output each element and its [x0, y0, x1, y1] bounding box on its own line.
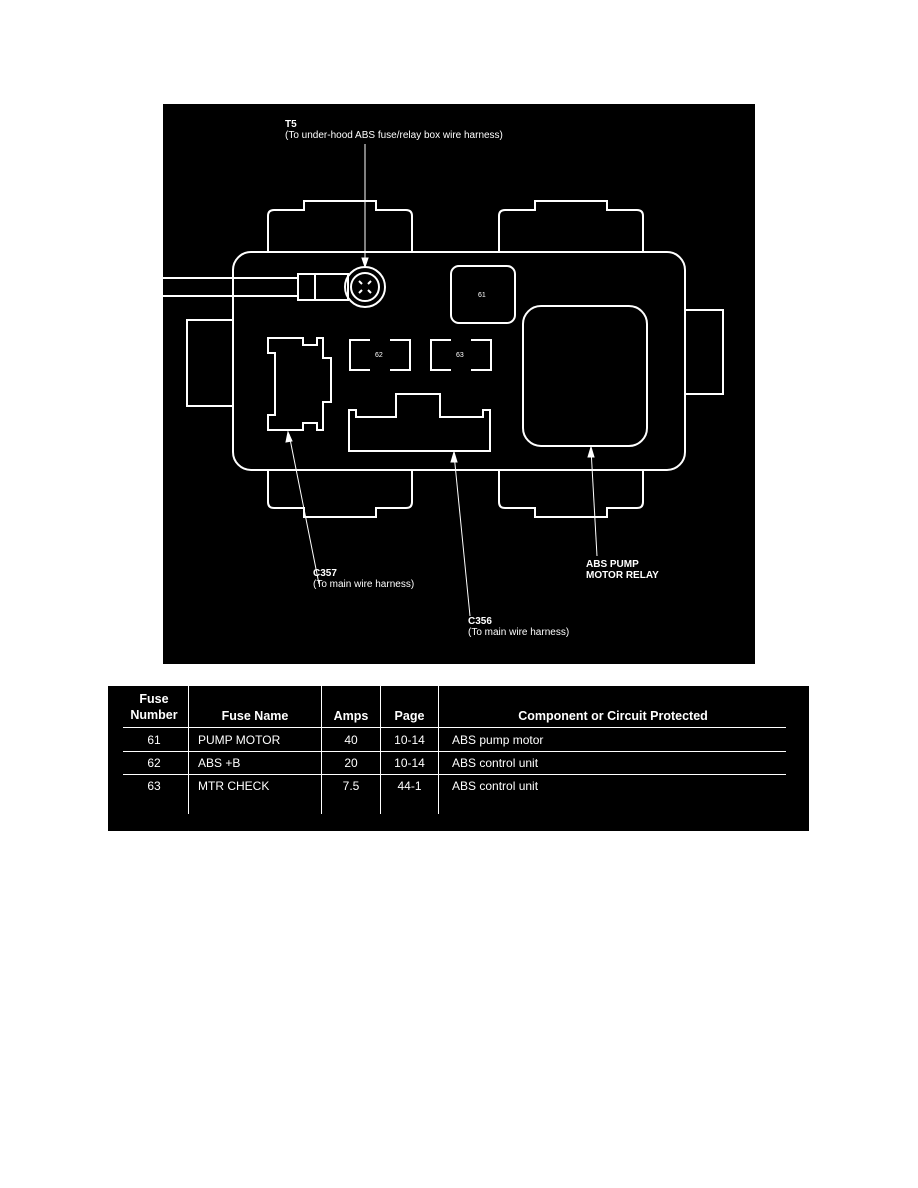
- row-61-component: ABS pump motor: [452, 733, 544, 747]
- row-63-number: 63: [147, 779, 161, 793]
- row-divider: [123, 727, 786, 728]
- row-62-number: 62: [147, 756, 161, 770]
- row-61-name: PUMP MOTOR: [198, 733, 281, 747]
- row-62-amps: 20: [344, 756, 358, 770]
- row-divider: [123, 751, 786, 752]
- column-divider: [188, 686, 189, 814]
- row-62-name: ABS +B: [198, 756, 241, 770]
- fuse-63-tag: 63: [456, 352, 464, 359]
- row-63-amps: 7.5: [342, 779, 360, 793]
- t5-description: (To under-hood ABS fuse/relay box wire h…: [285, 130, 503, 141]
- header-amps: Amps: [333, 709, 369, 723]
- fuse-box-outline-drawing: [163, 144, 724, 617]
- header-component: Component or Circuit Protected: [518, 709, 708, 723]
- row-62-page: 10-14: [394, 756, 425, 770]
- header-fuse-number-line1: Fuse: [139, 692, 169, 706]
- header-page: Page: [394, 709, 425, 723]
- c357-description: (To main wire harness): [313, 579, 415, 590]
- t5-label: T5 (To under-hood ABS fuse/relay box wir…: [285, 119, 503, 141]
- row-63-page: 44-1: [397, 779, 422, 793]
- row-61-number: 61: [147, 733, 161, 747]
- fuse-table: Fuse Number Fuse Name Amps Page Componen…: [108, 686, 809, 831]
- header-fuse-number-line2: Number: [130, 708, 178, 722]
- c357-label: C357 (To main wire harness): [313, 568, 414, 590]
- relay-label-line2: MOTOR RELAY: [586, 570, 659, 581]
- fuse-61-tag: 61: [478, 292, 486, 299]
- t5-id: T5: [285, 119, 297, 130]
- fuse-62-tag: 62: [375, 352, 383, 359]
- row-61-page: 10-14: [394, 733, 425, 747]
- column-divider: [321, 686, 322, 814]
- row-61-amps: 40: [344, 733, 358, 747]
- column-divider: [438, 686, 439, 814]
- column-divider: [380, 686, 381, 814]
- row-63-name: MTR CHECK: [198, 779, 270, 793]
- c356-label: C356 (To main wire harness): [468, 616, 569, 638]
- c356-id: C356: [468, 616, 492, 627]
- relay-label: ABS PUMP MOTOR RELAY: [586, 559, 659, 581]
- c356-description: (To main wire harness): [468, 627, 570, 638]
- relay-label-line1: ABS PUMP: [586, 559, 639, 570]
- row-63-component: ABS control unit: [452, 779, 539, 793]
- c357-id: C357: [313, 568, 337, 579]
- fuse-relay-box-diagram: 61 62 63 T5 (To under-hood ABS fuse/rela…: [163, 104, 755, 664]
- row-divider: [123, 774, 786, 775]
- header-fuse-name: Fuse Name: [221, 709, 289, 723]
- row-62-component: ABS control unit: [452, 756, 539, 770]
